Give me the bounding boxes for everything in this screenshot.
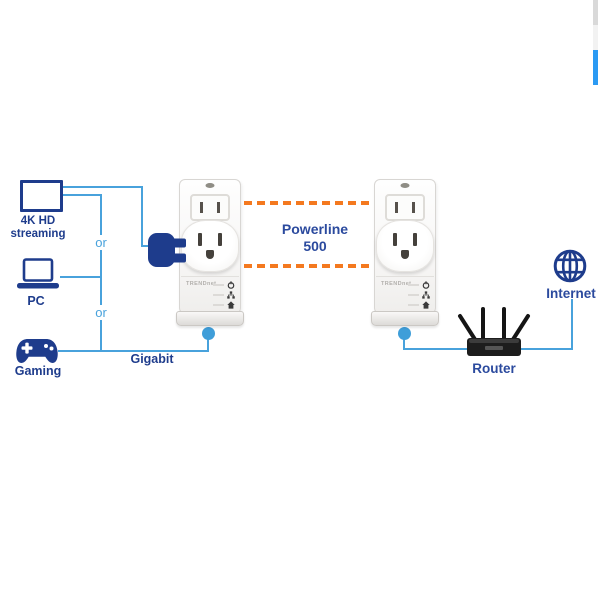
powerline-dashed-link-top <box>244 201 371 205</box>
home-led-icon <box>227 301 235 309</box>
powerline-dashed-link-bottom <box>244 264 371 268</box>
connector-pc-line <box>60 276 102 278</box>
status-leds <box>408 281 430 309</box>
home-led-icon <box>422 301 430 309</box>
network-led-icon <box>227 291 235 299</box>
network-led-icon <box>422 291 430 299</box>
connector-streaming-to-trunk <box>63 194 102 196</box>
adapter-base <box>176 311 244 326</box>
adapter-base <box>371 311 439 326</box>
powerline-adapter-right: TRENDnet <box>371 179 439 326</box>
ground-hole <box>401 250 409 259</box>
device-label-gaming: Gaming <box>14 364 62 378</box>
device-label-pc: PC <box>27 294 45 308</box>
connector-trunk-vertical <box>100 194 102 352</box>
ground-hole <box>206 250 214 259</box>
scrollbar-track[interactable] <box>593 25 598 50</box>
status-leds <box>213 281 235 309</box>
left-adapter-port-dot <box>202 327 215 340</box>
gigabit-label: Gigabit <box>130 352 174 366</box>
laptop-icon <box>17 258 59 289</box>
ac-passthrough-outlet <box>190 194 230 221</box>
connector-left-adapter-stub <box>207 334 209 352</box>
front-power-outlet <box>181 220 239 272</box>
adapter-top-led <box>205 183 215 188</box>
adapter-top-led <box>400 183 410 188</box>
internet-label: Internet <box>546 286 596 301</box>
powerline-label: Powerline 500 <box>281 221 349 254</box>
internet-globe-icon <box>553 249 587 283</box>
ac-passthrough-outlet <box>385 194 425 221</box>
connector-streaming-to-plug-h <box>63 186 143 188</box>
front-power-outlet <box>376 220 434 272</box>
connector-streaming-to-plug-v <box>141 186 143 247</box>
power-led-icon <box>422 281 430 289</box>
gamepad-icon <box>16 339 58 363</box>
monitor-icon <box>20 180 63 212</box>
connector-internet-vertical <box>571 299 573 350</box>
powerline-adapter-left: TRENDnet <box>176 179 244 326</box>
router-icon <box>458 307 530 356</box>
connector-gigabit-line <box>58 350 209 352</box>
adapter-brand: TRENDnet <box>381 281 412 287</box>
connector-plug-stub <box>141 245 152 247</box>
power-led-icon <box>227 281 235 289</box>
or-label-1: or <box>89 235 113 250</box>
or-label-2: or <box>89 305 113 320</box>
scrollbar-thumb[interactable] <box>593 50 598 85</box>
adapter-brand: TRENDnet <box>186 281 217 287</box>
connector-right-adapter-stub <box>403 334 405 350</box>
power-plug-icon <box>148 233 186 267</box>
router-label: Router <box>472 361 516 376</box>
device-label-streaming: 4K HD streaming <box>10 215 66 240</box>
scrollbar-track[interactable] <box>593 0 598 25</box>
right-adapter-port-dot <box>398 327 411 340</box>
